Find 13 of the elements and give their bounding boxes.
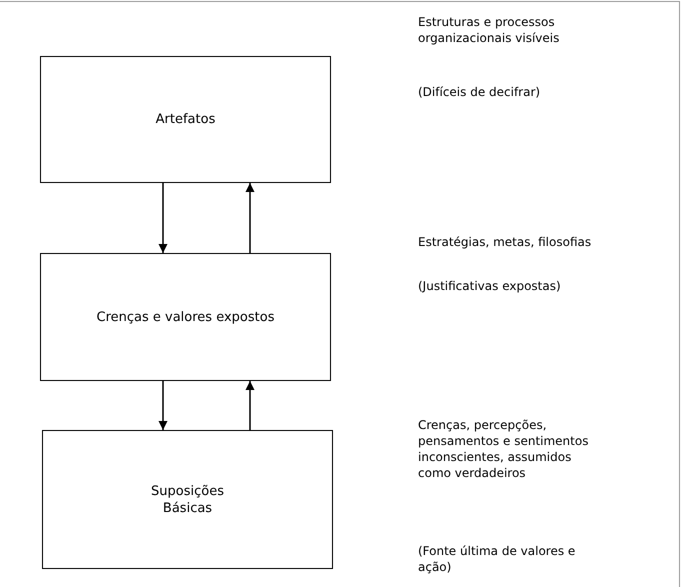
arrow bbox=[246, 183, 254, 253]
arrow bbox=[158, 381, 168, 430]
layer-box: Crenças e valores expostos bbox=[40, 253, 331, 381]
layer-box: Artefatos bbox=[40, 56, 331, 183]
arrow bbox=[158, 183, 168, 253]
layer-description: Crenças, percepções, pensamentos e sentimentos inconscientes, assumidos como verdadeiros bbox=[418, 417, 590, 481]
layer-box: Suposições Básicas bbox=[42, 430, 333, 569]
arrow bbox=[246, 381, 254, 430]
layer-description: (Difíceis de decifrar) bbox=[418, 84, 542, 100]
layer-description: Estratégias, metas, filosofias bbox=[418, 234, 592, 250]
layer-description: (Justificativas expostas) bbox=[418, 278, 562, 294]
layer-description: (Fonte última de valores e ação) bbox=[418, 543, 576, 575]
layer-description: Estruturas e processos organizacionais visíveis bbox=[418, 14, 560, 46]
